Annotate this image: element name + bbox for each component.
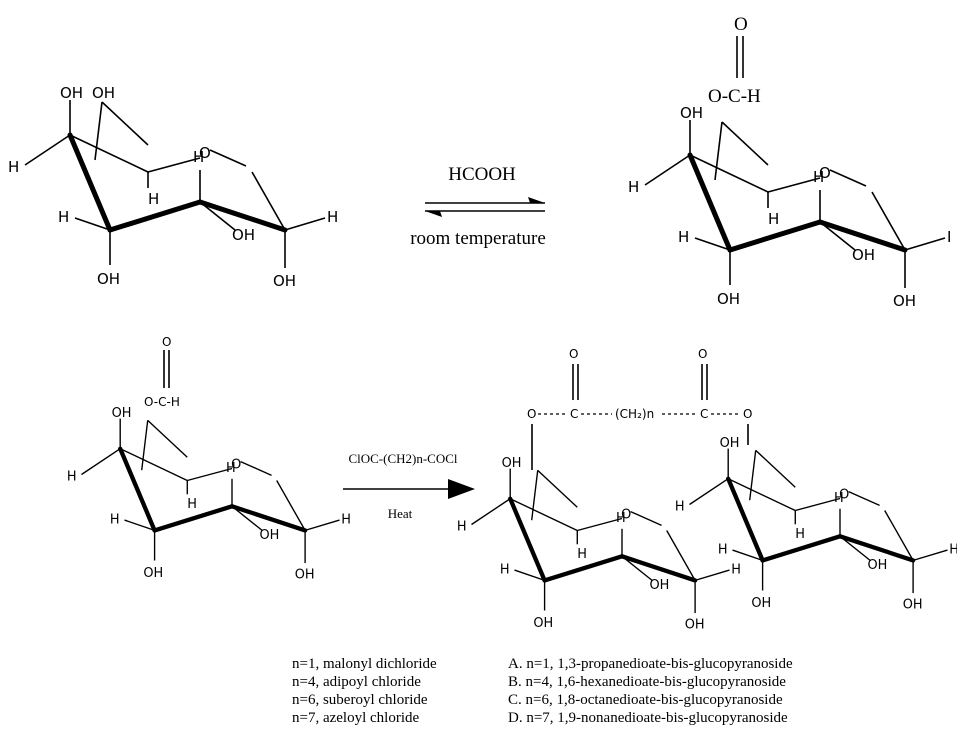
atom-label: H xyxy=(341,513,351,528)
atom-label: OH xyxy=(97,270,120,288)
atom-label: H xyxy=(193,148,204,166)
legend-reagent-item: n=1, malonyl dichloride xyxy=(292,656,437,672)
formate-group-small: O O-C-H xyxy=(144,335,180,409)
ring-oxygen-label: O xyxy=(621,507,631,522)
atom-label: H xyxy=(457,520,467,535)
glucose-unit-right: OH H H H H O OH H OH OH xyxy=(675,436,957,613)
atom-label: H xyxy=(949,543,957,558)
formate-label: O-C-H xyxy=(144,395,180,409)
legend-reagent-item: n=6, suberoyl chloride xyxy=(292,692,428,708)
diester-linker: O O O C (CH₂)n C O xyxy=(527,347,752,470)
legend-reagent-item: n=7, azeloyl chloride xyxy=(292,710,420,726)
legend-product-item: B. n=4, 1,6-hexanedioate-bis-glucopyrano… xyxy=(508,674,786,690)
atom-label: H xyxy=(148,190,159,208)
glucose-structure: OH OH H H H H O OH H OH OH xyxy=(8,84,338,290)
formate-carbonyl-oxygen: O xyxy=(734,14,748,35)
ester-oxygen: O xyxy=(527,407,536,421)
atom-label: OH xyxy=(502,456,522,471)
formyl-glucose-structure: OH H H H H O OH I OH OH xyxy=(628,104,951,310)
ring-oxygen-label: O xyxy=(819,164,831,182)
reaction1-condition: room temperature xyxy=(410,228,546,249)
ring-oxygen-label: O xyxy=(839,487,849,502)
ester-carbon: C xyxy=(700,407,708,421)
linker-carbonyl-oxygen: O xyxy=(698,347,707,361)
legend-reagent-item: n=4, adipoyl chloride xyxy=(292,674,421,690)
atom-label: OH xyxy=(680,104,703,122)
atom-label: OH xyxy=(868,558,888,573)
atom-label: OH xyxy=(903,598,923,613)
reaction1-conditions: HCOOH room temperature xyxy=(410,164,546,249)
atom-label: OH xyxy=(273,272,296,290)
reaction1-reagent: HCOOH xyxy=(448,164,516,185)
legend-product-item: A. n=1, 1,3-propanedioate-bis-glucopyran… xyxy=(508,656,793,672)
atom-label: OH xyxy=(112,406,132,421)
reaction2-reagent: ClOC-(CH2)n-COCl xyxy=(348,451,457,466)
reagent-legend: n=1, malonyl dichloride n=4, adipoyl chl… xyxy=(292,656,437,726)
atom-label: OH xyxy=(720,436,740,451)
product-legend: A. n=1, 1,3-propanedioate-bis-glucopyran… xyxy=(508,656,793,726)
atom-label: H xyxy=(675,500,685,515)
ring-oxygen-label: O xyxy=(231,457,241,472)
atom-label: H xyxy=(67,470,77,485)
legend-product-item: D. n=7, 1,9-nonanedioate-bis-glucopyrano… xyxy=(508,710,788,726)
atom-label: OH xyxy=(893,292,916,310)
atom-label: H xyxy=(110,513,120,528)
atom-label: H xyxy=(500,563,510,578)
atom-label: OH xyxy=(260,528,280,543)
atom-label: OH xyxy=(92,84,115,102)
atom-label: OH xyxy=(143,566,163,581)
ring-oxygen-label: O xyxy=(199,144,211,162)
atom-label: OH xyxy=(717,290,740,308)
methylene-chain: (CH₂)n xyxy=(615,407,654,421)
atom-label: H xyxy=(628,178,639,196)
legend-product-item: C. n=6, 1,8-octanedioate-bis-glucopyrano… xyxy=(508,692,783,708)
atom-label: OH xyxy=(650,578,670,593)
atom-label: H xyxy=(577,547,587,562)
atom-label: OH xyxy=(852,246,875,264)
atom-label: H xyxy=(616,511,626,526)
atom-label: H xyxy=(834,491,844,506)
atom-label: OH xyxy=(60,84,83,102)
atom-label: H xyxy=(795,527,805,542)
atom-label: OH xyxy=(533,616,553,631)
atom-label: H xyxy=(226,461,236,476)
atom-label: H xyxy=(731,563,741,578)
reaction2-conditions: ClOC-(CH2)n-COCl Heat xyxy=(343,451,475,521)
formyl-glucose-small-structure: OH H H H H O OH H OH OH xyxy=(67,406,351,583)
atom-label: H xyxy=(58,208,69,226)
atom-label: OH xyxy=(232,226,255,244)
atom-label: OH xyxy=(295,568,315,583)
atom-label: H xyxy=(718,543,728,558)
formate-group: O O-C-H xyxy=(708,14,761,107)
ester-carbon: C xyxy=(570,407,578,421)
reaction2-condition: Heat xyxy=(388,506,413,521)
linker-carbonyl-oxygen: O xyxy=(569,347,578,361)
atom-label: H xyxy=(768,210,779,228)
atom-label: H xyxy=(187,497,197,512)
atom-label: OH xyxy=(685,618,705,633)
atom-label: I xyxy=(947,228,951,246)
formate-carbonyl-oxygen: O xyxy=(162,335,171,349)
atom-label: H xyxy=(327,208,338,226)
atom-label: H xyxy=(678,228,689,246)
glucose-unit-left: OH H H H H O OH H OH OH xyxy=(457,456,741,633)
atom-label: H xyxy=(813,168,824,186)
atom-label: H xyxy=(8,158,19,176)
ester-oxygen: O xyxy=(743,407,752,421)
atom-label: OH xyxy=(751,596,771,611)
formate-label: O-C-H xyxy=(708,86,761,107)
